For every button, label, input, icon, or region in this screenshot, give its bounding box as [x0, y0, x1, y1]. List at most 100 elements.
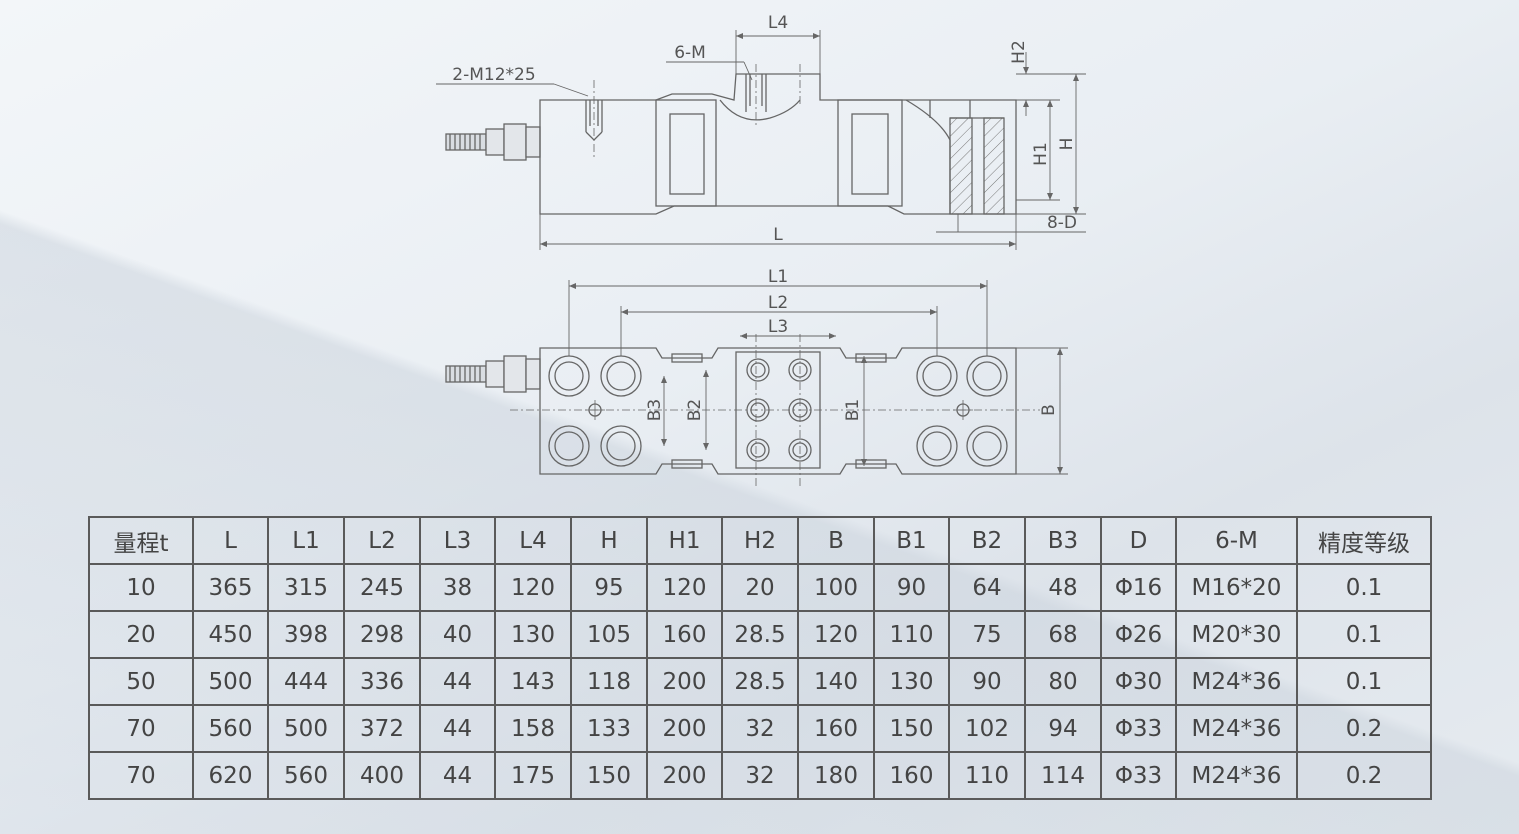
table-cell: Φ30	[1100, 657, 1177, 706]
header-cell: L3	[419, 516, 496, 565]
table-row: 50 500 444 336 44 143 118 200 28.5 140 1…	[88, 657, 1432, 706]
table-cell: 175	[494, 751, 572, 800]
table-cell: 75	[948, 610, 1026, 659]
header-cell: H1	[646, 516, 723, 565]
label-b3: B3	[645, 399, 665, 421]
label-6m: 6-M	[674, 43, 706, 63]
table-header-row: 量程t L L1 L2 L3 L4 H H1 H2 B B1 B2 B3 D 6…	[88, 516, 1432, 565]
table-cell: 143	[494, 657, 572, 706]
label-h2: H2	[1009, 40, 1029, 64]
label-b: B	[1039, 404, 1059, 416]
table-cell: 32	[721, 704, 799, 753]
table-cell: 150	[570, 751, 648, 800]
table-cell: 444	[267, 657, 345, 706]
beam-body-top	[539, 347, 1017, 475]
table-cell: 180	[797, 751, 875, 800]
table-cell: 560	[192, 704, 269, 753]
cable-connector	[445, 123, 541, 161]
table-cell: 160	[873, 751, 950, 800]
table-cell: 50	[88, 657, 194, 706]
table-cell: 336	[343, 657, 421, 706]
table-cell: 40	[419, 610, 496, 659]
table-cell: 95	[570, 563, 648, 612]
table-cell: 120	[494, 563, 572, 612]
table-row: 70 560 500 372 44 158 133 200 32 160 150…	[88, 704, 1432, 753]
label-l2: L2	[768, 293, 788, 313]
header-cell: 6-M	[1175, 516, 1298, 565]
table-cell: M16*20	[1175, 563, 1298, 612]
table-cell: 0.2	[1296, 751, 1432, 800]
table-cell: 114	[1024, 751, 1102, 800]
table-cell: 44	[419, 704, 496, 753]
table-cell: 365	[192, 563, 269, 612]
table-cell: 560	[267, 751, 345, 800]
table-cell: Φ26	[1100, 610, 1177, 659]
table-cell: Φ33	[1100, 704, 1177, 753]
header-cell: L	[192, 516, 269, 565]
table-cell: M24*36	[1175, 751, 1298, 800]
table-cell: 0.1	[1296, 610, 1432, 659]
header-cell: H	[570, 516, 648, 565]
table-cell: 0.1	[1296, 563, 1432, 612]
table-cell: 400	[343, 751, 421, 800]
table-cell: 44	[419, 751, 496, 800]
table-cell: M24*36	[1175, 704, 1298, 753]
header-cell: 精度等级	[1296, 516, 1432, 565]
header-cell: B1	[873, 516, 950, 565]
table-cell: 160	[646, 610, 723, 659]
label-l3: L3	[768, 317, 788, 337]
table-cell: 68	[1024, 610, 1102, 659]
table-cell: 450	[192, 610, 269, 659]
header-cell: 量程t	[88, 516, 194, 565]
table-cell: 20	[88, 610, 194, 659]
side-view	[436, 30, 1086, 250]
table-cell: 298	[343, 610, 421, 659]
cable-connector-top	[445, 355, 541, 393]
table-cell: 44	[419, 657, 496, 706]
table-cell: 130	[494, 610, 572, 659]
table-cell: 130	[873, 657, 950, 706]
table-cell: 110	[948, 751, 1026, 800]
top-view	[445, 280, 1068, 486]
table-cell: 110	[873, 610, 950, 659]
table-cell: 620	[192, 751, 269, 800]
table-cell: 200	[646, 751, 723, 800]
table-cell: 100	[797, 563, 875, 612]
header-cell: B3	[1024, 516, 1102, 565]
label-h: H	[1057, 138, 1077, 151]
header-cell: B2	[948, 516, 1026, 565]
beam-body-side	[539, 73, 1017, 215]
header-cell: L4	[494, 516, 572, 565]
table-cell: 105	[570, 610, 648, 659]
table-cell: 94	[1024, 704, 1102, 753]
table-cell: 28.5	[721, 610, 799, 659]
label-l4: L4	[768, 13, 788, 33]
table-cell: 20	[721, 563, 799, 612]
table-cell: 28.5	[721, 657, 799, 706]
table-cell: 32	[721, 751, 799, 800]
table-cell: Φ16	[1100, 563, 1177, 612]
table-cell: 315	[267, 563, 345, 612]
table-cell: Φ33	[1100, 751, 1177, 800]
side-view-labels: L4 6-M 2-M12*25 H2 H1 H 8-D L	[452, 13, 1077, 245]
label-h1: H1	[1031, 142, 1051, 166]
label-b2: B2	[685, 399, 705, 421]
table-cell: 200	[646, 704, 723, 753]
label-8d: 8-D	[1047, 213, 1077, 233]
header-cell: B	[797, 516, 875, 565]
table-cell: 90	[948, 657, 1026, 706]
table-cell: 0.2	[1296, 704, 1432, 753]
label-l1: L1	[768, 267, 788, 287]
label-l: L	[773, 225, 783, 245]
header-cell: L1	[267, 516, 345, 565]
table-cell: 70	[88, 704, 194, 753]
table-cell: 500	[192, 657, 269, 706]
table-row: 70 620 560 400 44 175 150 200 32 180 160…	[88, 751, 1432, 800]
table-cell: M20*30	[1175, 610, 1298, 659]
table-cell: 70	[88, 751, 194, 800]
spec-table: 量程t L L1 L2 L3 L4 H H1 H2 B B1 B2 B3 D 6…	[88, 516, 1432, 800]
header-cell: L2	[343, 516, 421, 565]
table-cell: 64	[948, 563, 1026, 612]
label-2m: 2-M12*25	[452, 65, 535, 85]
label-b1: B1	[843, 399, 863, 421]
